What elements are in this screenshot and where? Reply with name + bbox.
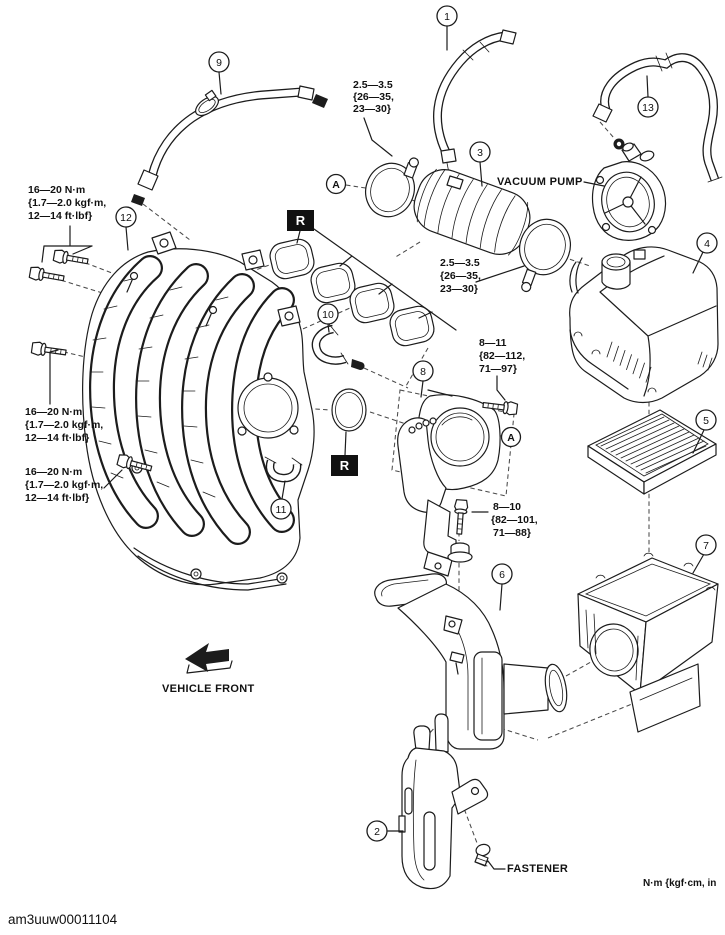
torque-unit-note: N·m {kgf·cm, in [643, 878, 716, 889]
svg-text:{26—35,: {26—35, [440, 270, 481, 282]
air-filter-element-drawing [587, 409, 717, 495]
callout-5: 5 [695, 409, 717, 431]
vehicle-front-label: VEHICLE FRONT [162, 683, 255, 695]
svg-text:12—14 ft·lbf}: 12—14 ft·lbf} [28, 210, 92, 222]
vacuum-pump-label: VACUUM PUMP [497, 176, 583, 188]
callout-2: 2 [366, 820, 388, 842]
svg-text:8: 8 [420, 366, 426, 378]
torque-spec-clamp-upper: 2.5—3.5 {26—35, 23—30} [353, 79, 394, 115]
svg-text:16—20 N·m: 16—20 N·m [25, 466, 82, 478]
callout-10: 10 [317, 303, 339, 325]
figure-code: am3uuw00011104 [8, 912, 118, 927]
hose-clamp-upper [365, 157, 419, 218]
torque-spec-manifold-c: 16—20 N·m {1.7—2.0 kgf·m, 12—14 ft·lbf} [25, 466, 103, 504]
svg-text:13: 13 [642, 102, 654, 114]
water-hose-drawing [131, 85, 328, 206]
torque-spec-clamp-lower: 2.5—3.5 {26—35, 23—30} [440, 257, 481, 295]
svg-text:R: R [296, 213, 306, 228]
svg-text:2: 2 [374, 826, 380, 838]
svg-text:1: 1 [444, 11, 450, 23]
vehicle-front-arrow [185, 643, 233, 674]
svg-text:{1.7—2.0 kgf·m,: {1.7—2.0 kgf·m, [25, 419, 103, 431]
callout-11: 11 [270, 498, 292, 520]
svg-text:12—14 ft·lbf}: 12—14 ft·lbf} [25, 492, 89, 504]
fastener-icon [474, 843, 491, 867]
callout-3: 3 [469, 141, 491, 163]
callout-13: 13 [637, 96, 659, 118]
svg-text:23—30}: 23—30} [440, 283, 478, 295]
detail-marker-a-lower: A [500, 426, 522, 448]
svg-text:A: A [507, 432, 515, 444]
svg-text:6: 6 [499, 569, 505, 581]
svg-text:4: 4 [704, 238, 710, 250]
svg-text:71—88}: 71—88} [493, 527, 531, 539]
vacuum-hose-11-drawing [264, 456, 303, 483]
svg-text:10: 10 [322, 309, 334, 321]
svg-text:71—97}: 71—97} [479, 363, 517, 375]
air-intake-hose-drawing [365, 157, 571, 293]
torque-spec-manifold-a: 16—20 N·m {1.7—2.0 kgf·m, 12—14 ft·lbf} [28, 184, 106, 222]
leader-lines [41, 25, 705, 870]
svg-text:R: R [340, 458, 350, 473]
detail-marker-a-upper: A [325, 173, 347, 195]
hose-clamp-lower [519, 218, 571, 293]
air-duct-drawing [374, 542, 568, 750]
svg-text:23—30}: 23—30} [353, 103, 391, 115]
callout-6: 6 [491, 563, 513, 585]
svg-text:2.5—3.5: 2.5—3.5 [440, 257, 480, 269]
callout-4: 4 [696, 232, 718, 254]
svg-text:12—14 ft·lbf}: 12—14 ft·lbf} [25, 432, 89, 444]
replace-marker-oring: R [331, 455, 358, 476]
callouts: 1 2 3 4 5 6 7 8 9 10 11 12 13 [115, 5, 718, 842]
callout-9: 9 [208, 51, 230, 73]
fastener-label: FASTENER [507, 863, 568, 875]
svg-text:{82—112,: {82—112, [479, 350, 525, 362]
vacuum-hose-13-drawing [592, 52, 723, 183]
svg-text:A: A [332, 179, 340, 191]
svg-text:{82—101,: {82—101, [491, 514, 538, 526]
svg-text:8—10: 8—10 [493, 501, 521, 513]
vacuum-hose-1-drawing [433, 29, 517, 181]
svg-text:11: 11 [276, 504, 287, 516]
callout-1: 1 [436, 5, 458, 27]
vacuum-hose-10-drawing [311, 322, 365, 371]
callout-7: 7 [695, 534, 717, 556]
svg-text:{1.7—2.0 kgf·m,: {1.7—2.0 kgf·m, [25, 479, 103, 491]
torque-spec-throttle-bolt: 8—11 {82—112, 71—97} [479, 337, 525, 375]
svg-text:5: 5 [703, 415, 709, 427]
torque-spec-duct-bolt: 8—10 {82—101, 71—88} [491, 501, 538, 539]
throttle-oring-drawing [331, 388, 367, 432]
air-cleaner-case-drawing [577, 552, 719, 733]
svg-text:{26—35,: {26—35, [353, 91, 394, 103]
svg-text:8—11: 8—11 [479, 337, 507, 349]
callout-8: 8 [412, 360, 434, 382]
svg-text:{1.7—2.0 kgf·m,: {1.7—2.0 kgf·m, [28, 197, 106, 209]
vacuum-pump-drawing [591, 142, 667, 241]
svg-text:16—20 N·m: 16—20 N·m [28, 184, 85, 196]
svg-text:3: 3 [477, 147, 483, 159]
svg-text:16—20 N·m: 16—20 N·m [25, 406, 82, 418]
svg-text:2.5—3.5: 2.5—3.5 [353, 79, 393, 91]
bracket-drawing [398, 713, 491, 890]
svg-text:12: 12 [120, 212, 132, 224]
callout-12: 12 [115, 206, 137, 228]
svg-text:9: 9 [216, 57, 222, 69]
replace-marker-gaskets: R [287, 210, 314, 231]
svg-text:7: 7 [703, 540, 709, 552]
throttle-body-drawing [397, 389, 519, 577]
intake-manifold-drawing [82, 231, 315, 591]
air-cleaner-cover-drawing [569, 246, 719, 404]
torque-spec-manifold-b: 16—20 N·m {1.7—2.0 kgf·m, 12—14 ft·lbf} [25, 406, 103, 444]
